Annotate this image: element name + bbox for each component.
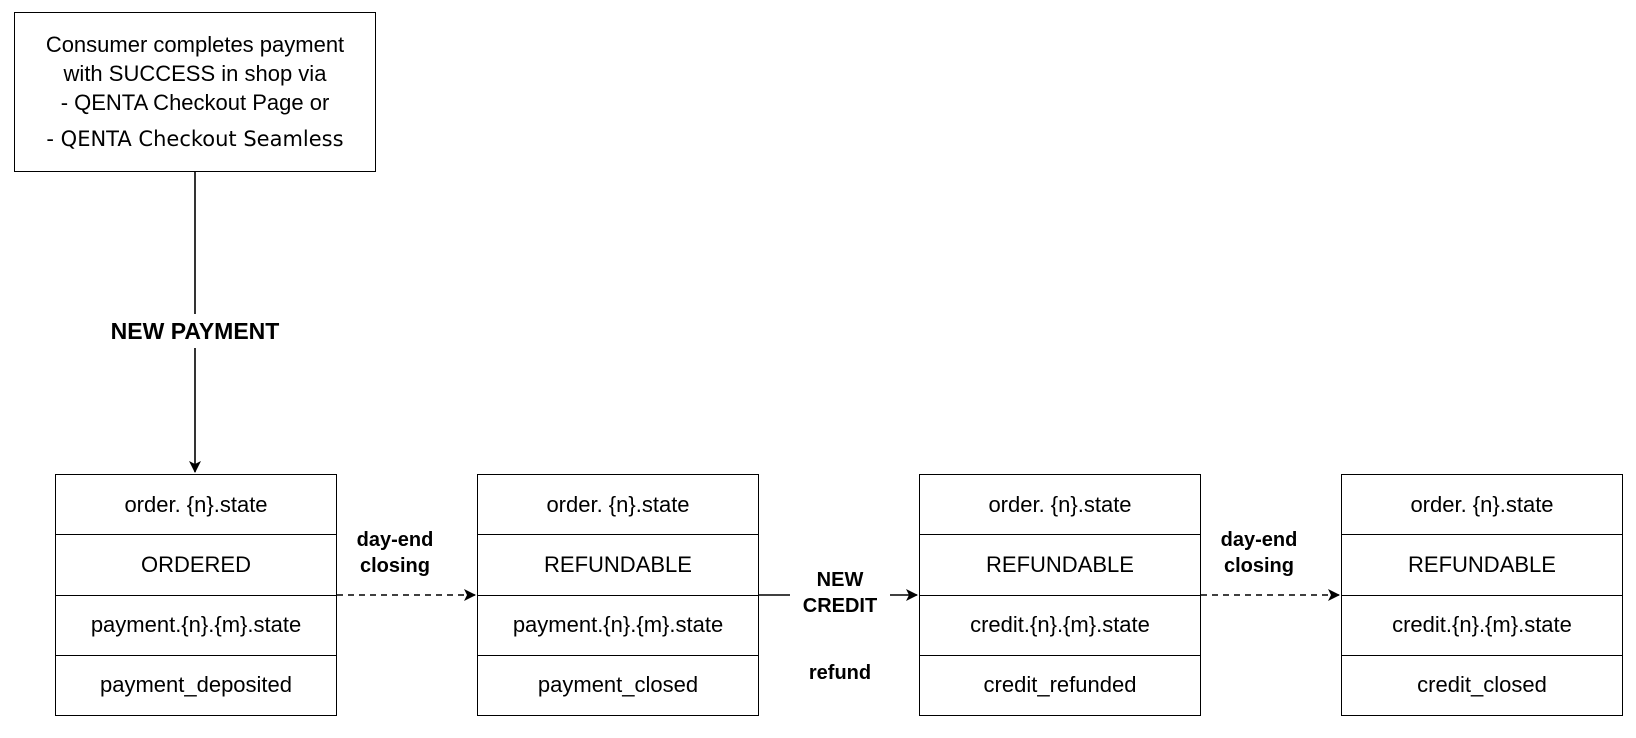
label-line: day-end	[1220, 529, 1298, 551]
order-state-value: REFUNDABLE	[478, 535, 758, 596]
start-node-line: Consumer completes payment	[45, 32, 345, 57]
label-line: closing	[359, 555, 430, 577]
order-state-key: order. {n}.state	[920, 475, 1200, 536]
start-node: Consumer completes payment with SUCCESS …	[14, 12, 376, 172]
state-table-credit-refunded: order. {n}.state REFUNDABLE credit.{n}.{…	[919, 474, 1201, 716]
order-state-key: order. {n}.state	[478, 475, 758, 536]
order-state-value: REFUNDABLE	[1342, 535, 1622, 596]
refund-label: refund	[808, 662, 872, 684]
order-state-value: REFUNDABLE	[920, 535, 1200, 596]
label-line: NEW	[816, 569, 864, 591]
state-table-credit-closed: order. {n}.state REFUNDABLE credit.{n}.{…	[1341, 474, 1623, 716]
start-node-line: - QENTA Checkout Page or	[60, 90, 330, 115]
item-state-key: payment.{n}.{m}.state	[56, 596, 336, 656]
label-line: day-end	[356, 529, 434, 551]
start-node-line: with SUCCESS in shop via	[63, 61, 327, 86]
new-payment-label: NEW PAYMENT	[100, 314, 290, 348]
state-table-payment-closed: order. {n}.state REFUNDABLE payment.{n}.…	[477, 474, 759, 716]
item-state-value: payment_deposited	[99, 672, 293, 698]
item-state-value: payment_closed	[537, 672, 699, 698]
day-end-closing-label-1: day-end closing	[340, 527, 450, 579]
order-state-key: order. {n}.state	[56, 475, 336, 536]
item-state-key: payment.{n}.{m}.state	[478, 596, 758, 656]
start-node-line: - QENTA Checkout Seamless	[46, 127, 344, 151]
label-line: CREDIT	[802, 595, 878, 617]
item-state-key: credit.{n}.{m}.state	[920, 596, 1200, 656]
day-end-closing-label-2: day-end closing	[1204, 527, 1314, 579]
item-state-value: credit_closed	[1417, 672, 1547, 698]
order-state-value: ORDERED	[56, 535, 336, 596]
order-state-key: order. {n}.state	[1342, 475, 1622, 536]
item-state-key: credit.{n}.{m}.state	[1342, 596, 1622, 656]
new-credit-label: NEW CREDIT	[790, 567, 890, 619]
item-state-value: credit_refunded	[983, 672, 1137, 698]
label-line: closing	[1223, 555, 1294, 577]
state-table-ordered: order. {n}.state ORDERED payment.{n}.{m}…	[55, 474, 337, 716]
